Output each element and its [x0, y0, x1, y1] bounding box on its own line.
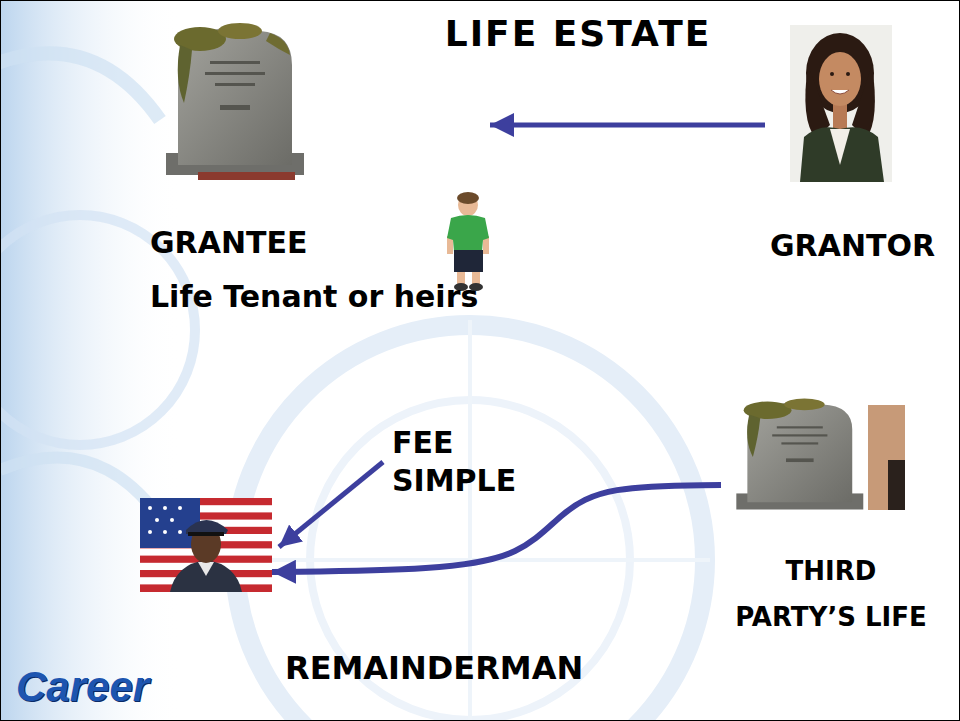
boy-illustration	[447, 192, 489, 291]
woman-neck	[833, 103, 847, 131]
moss	[266, 33, 290, 55]
soldier-collar	[198, 562, 214, 576]
soldier-photo	[140, 498, 272, 592]
woman-eye	[846, 72, 850, 76]
engraving	[210, 61, 260, 64]
logo-wordmark: Career	[16, 662, 149, 712]
fee-simple-arrow	[279, 462, 383, 547]
background-swirl	[0, 53, 160, 120]
gravestone-illustration	[736, 399, 863, 510]
flag-star	[170, 518, 174, 522]
boy-hair	[457, 192, 479, 204]
soldier-cap	[186, 520, 228, 534]
woman-shirt	[830, 129, 850, 165]
boy-shirt	[447, 215, 489, 252]
engraving	[781, 442, 818, 444]
woman-eye	[830, 72, 834, 76]
moss	[178, 45, 192, 103]
flag-ground	[140, 498, 272, 592]
grantee-figure: GRANTEE Life Tenant or heirs	[150, 28, 490, 320]
moss	[747, 415, 760, 457]
party-label: GRANTOR	[770, 228, 935, 264]
soldier-uniform	[170, 560, 242, 592]
connector-arrow	[490, 123, 765, 128]
engraving	[772, 434, 827, 436]
connector-arrow	[272, 485, 721, 572]
flag-star	[178, 530, 182, 534]
boy-shorts	[454, 250, 483, 272]
moss	[218, 23, 262, 39]
engraving	[786, 458, 814, 462]
fee-simple-label: FEE SIMPLE	[392, 424, 542, 500]
woman-face	[819, 52, 861, 106]
party-label: REMAINDERMAN	[285, 648, 583, 688]
flag-canton	[140, 498, 200, 548]
photo-ground	[790, 25, 892, 182]
flag-star	[163, 530, 167, 534]
engraving	[205, 72, 265, 75]
slide-title: LIFE ESTATE	[445, 12, 712, 56]
flag-star	[155, 518, 159, 522]
engraving	[215, 83, 255, 86]
remainderman-figure: REMAINDERMAN	[140, 498, 272, 592]
face-photo-strip	[888, 460, 905, 510]
engraving	[220, 105, 250, 110]
party-label: GRANTEE	[150, 225, 308, 261]
background-compass	[230, 320, 710, 721]
flag-star	[178, 506, 182, 510]
party-label: THIRD PARTY’S LIFE	[725, 548, 937, 640]
flag-star	[163, 506, 167, 510]
party-note: Life Tenant or heirs	[150, 279, 478, 315]
woman-jacket	[800, 127, 884, 182]
woman-smile	[831, 90, 849, 94]
soldier-cap-visor	[188, 532, 224, 536]
flag-star	[148, 506, 152, 510]
face-photo-strip	[868, 405, 905, 510]
moss	[784, 399, 824, 411]
gravestone-illustration	[166, 23, 304, 175]
woman-photo	[790, 25, 892, 182]
photo-strip	[198, 172, 295, 180]
grantor-figure: GRANTOR	[765, 28, 940, 278]
flag-star	[148, 530, 152, 534]
engraving	[777, 426, 823, 428]
third-party-figure: THIRD PARTY’S LIFE	[721, 398, 941, 650]
